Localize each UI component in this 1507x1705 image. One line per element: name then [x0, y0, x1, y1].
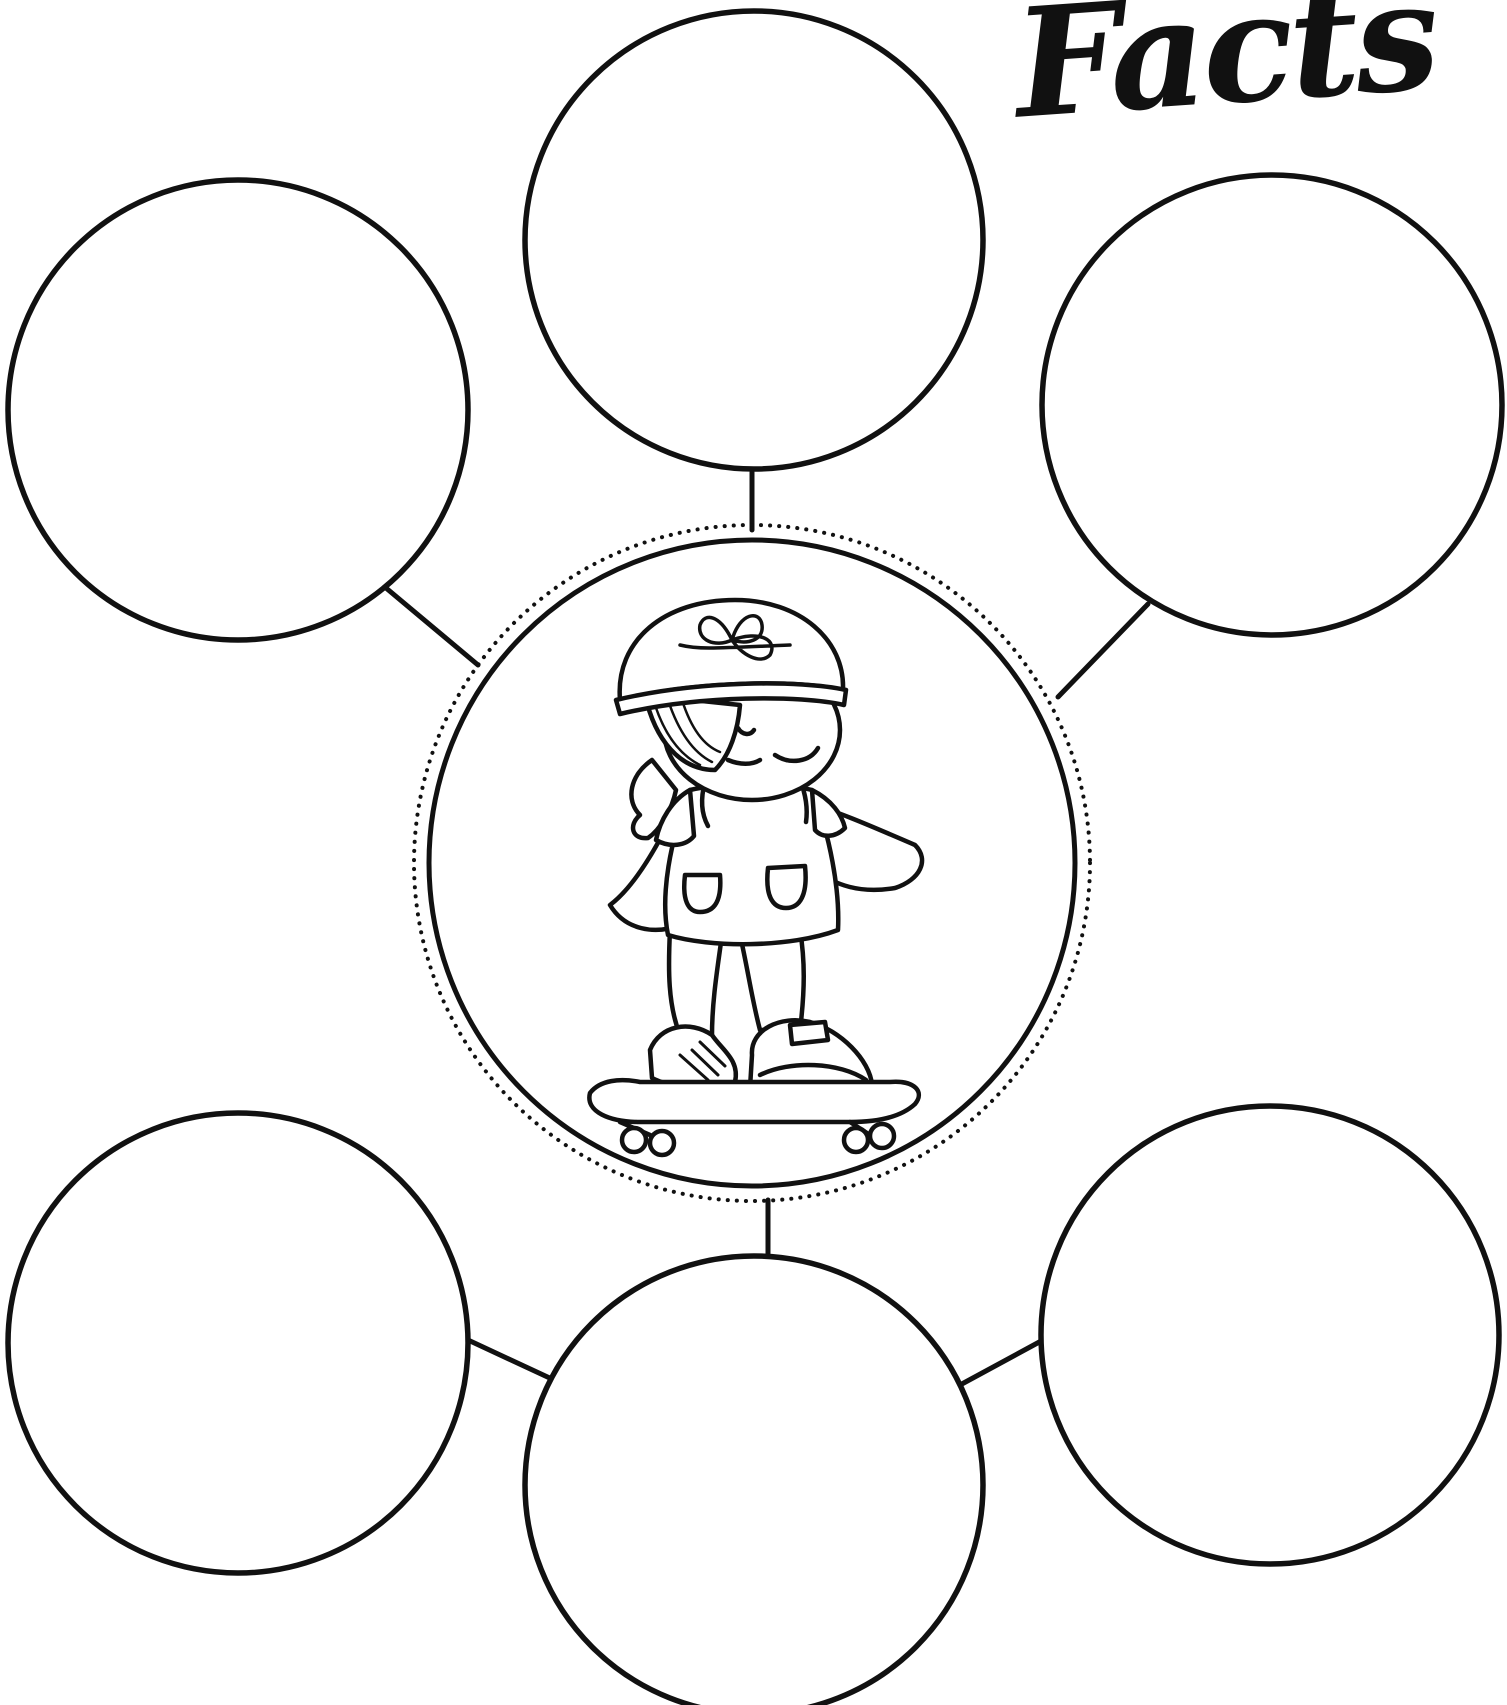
connector-upper-left	[386, 588, 478, 665]
skateboard-wheel-4	[870, 1124, 894, 1148]
fact-bubble-upper-left[interactable]	[8, 180, 468, 640]
fact-bubble-bottom[interactable]	[525, 1256, 983, 1705]
tunic-pocket-left	[684, 875, 720, 912]
connector-lower-right	[960, 1340, 1043, 1385]
skateboard-wheel-1	[622, 1128, 646, 1152]
fact-bubble-upper-right[interactable]	[1042, 175, 1502, 635]
connector-upper-right	[1058, 604, 1148, 697]
skateboard-wheel-2	[650, 1131, 674, 1155]
skateboard-wheel-3	[844, 1128, 868, 1152]
connector-lower-left	[468, 1340, 554, 1380]
shoe-right-tongue	[790, 1022, 828, 1044]
leg-left	[669, 930, 722, 1035]
fact-bubble-lower-right[interactable]	[1041, 1106, 1499, 1564]
tunic-pocket-right	[767, 866, 805, 908]
skateboard-deck	[589, 1080, 918, 1122]
fact-bubble-top[interactable]	[525, 11, 983, 469]
fact-bubble-lower-left[interactable]	[8, 1113, 468, 1573]
